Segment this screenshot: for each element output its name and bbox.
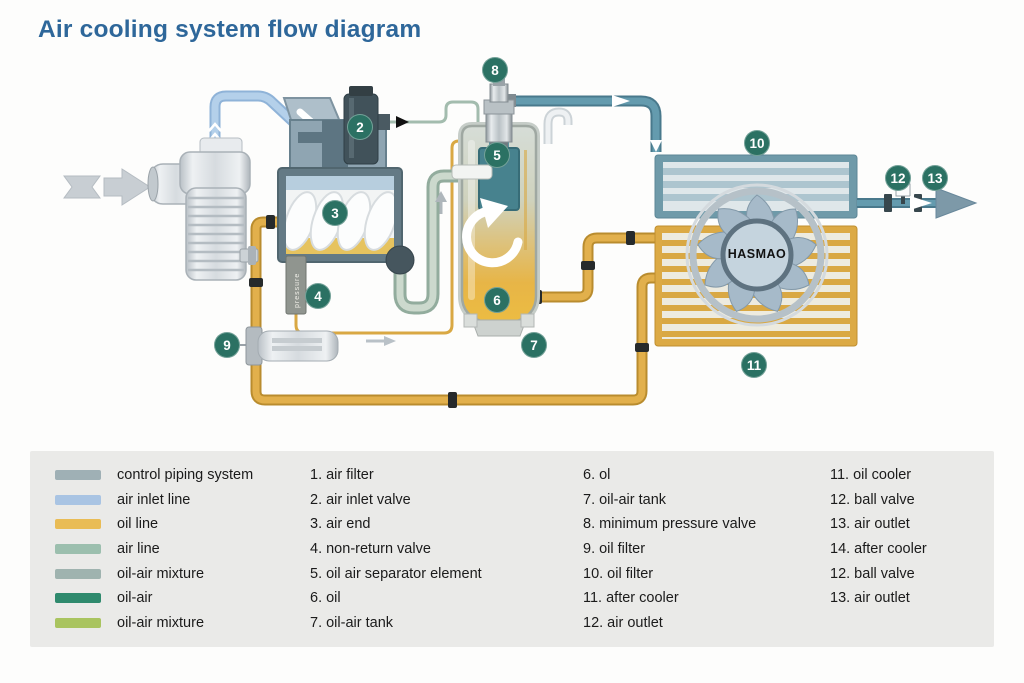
legend-swatch-oil-line <box>55 519 101 530</box>
oil-air-mixture-pipe <box>393 169 460 315</box>
flow-diagram: pressure <box>63 78 978 408</box>
air-filter <box>147 137 259 281</box>
legend-label: air inlet line <box>117 491 191 508</box>
legend-swatch-column: control piping system air inlet line oil… <box>55 463 253 635</box>
badge-non-return-valve: 4 <box>305 283 331 309</box>
legend-swatch-oil-air-mixture <box>55 568 101 579</box>
badge-air-cooler: 10 <box>744 130 770 156</box>
legend-swatch-oil-air <box>55 593 101 604</box>
legend-row: oil-air mixture <box>55 611 253 636</box>
legend-items-column-1: 1. air filter 2. air inlet valve 3. air … <box>310 463 482 635</box>
legend-swatch-control-piping <box>55 470 101 481</box>
badge-oil: 6 <box>484 287 510 313</box>
legend-row: air line <box>55 537 253 562</box>
legend-items-column-3: 11. oil cooler 12. ball valve 13. air ou… <box>830 463 927 611</box>
legend-swatch-air-inlet <box>55 494 101 505</box>
legend-item: 12. ball valve <box>830 565 915 582</box>
legend-item: 11. oil cooler <box>830 467 912 484</box>
legend-swatch-oil-air-mixture-2 <box>55 617 101 628</box>
legend-item: 9. oil filter <box>583 541 646 558</box>
legend-label: oil-air mixture <box>117 614 205 631</box>
legend-item: 6. oil <box>310 590 341 607</box>
legend-item: 4. non-return valve <box>310 541 431 558</box>
legend-item: 11. after cooler <box>583 590 679 607</box>
air-outlet-assembly <box>857 183 978 219</box>
legend-item: 13. air outlet <box>830 590 910 607</box>
legend-item: 14. after cooler <box>830 541 927 558</box>
oil-filter <box>238 326 339 366</box>
legend-item: 10. oil filter <box>583 565 654 582</box>
badge-air-end: 3 <box>322 200 348 226</box>
legend-label: control piping system <box>117 467 254 484</box>
legend-item: 7. oil-air tank <box>310 614 394 631</box>
oil-air-tank <box>451 107 573 337</box>
legend-label: air line <box>117 541 160 558</box>
minimum-pressure-valve <box>483 78 516 152</box>
legend-item: 6. ol <box>583 467 611 484</box>
cooling-fan <box>685 183 829 327</box>
badge-air-inlet-valve: 2 <box>347 114 373 140</box>
pipe-fittings <box>249 215 649 408</box>
legend-item: 12. air outlet <box>583 614 663 631</box>
legend-label: oil-air mixture <box>117 565 205 582</box>
legend-item: 2. air inlet valve <box>310 491 411 508</box>
air-line-pipe <box>512 95 662 152</box>
legend-item: 1. air filter <box>310 467 374 484</box>
legend-item: 12. ball valve <box>830 491 915 508</box>
legend-item: 5. oil air separator element <box>310 565 482 582</box>
legend-items-column-2: 6. ol 7. oil-air tank 8. minimum pressur… <box>583 463 756 635</box>
flow-arrows <box>366 191 447 346</box>
page-title: Air cooling system flow diagram <box>38 16 422 43</box>
badge-separator-element: 5 <box>484 142 510 168</box>
badge-oil-air-tank: 7 <box>521 332 547 358</box>
legend-row: oil-air <box>55 586 253 611</box>
legend-label: oil line <box>117 516 159 533</box>
legend-label: oil-air <box>117 590 153 607</box>
badge-oil-cooler: 11 <box>741 352 767 378</box>
badge-oil-filter: 9 <box>214 332 240 358</box>
swirl-arrow-icon <box>462 206 523 268</box>
legend-panel: control piping system air inlet line oil… <box>30 451 994 647</box>
badge-ball-valve: 12 <box>885 165 911 191</box>
legend-item: 3. air end <box>310 516 371 533</box>
legend-row: air inlet line <box>55 488 253 513</box>
badge-air-outlet: 13 <box>922 165 948 191</box>
air-inlet-arrow-icon <box>63 168 151 206</box>
legend-swatch-air-line <box>55 544 101 555</box>
legend-row: control piping system <box>55 463 253 488</box>
fan-brand-label: HASMAO <box>727 247 787 261</box>
legend-row: oil-air mixture <box>55 561 253 586</box>
legend-item: 13. air outlet <box>830 516 910 533</box>
non-return-valve: pressure <box>285 255 307 315</box>
legend-row: oil line <box>55 512 253 537</box>
legend-item: 7. oil-air tank <box>583 491 667 508</box>
control-piping <box>378 100 480 130</box>
badge-min-pressure-valve: 8 <box>482 57 508 83</box>
valve-label: pressure <box>294 273 301 308</box>
legend-item: 8. minimum pressure valve <box>583 516 757 533</box>
